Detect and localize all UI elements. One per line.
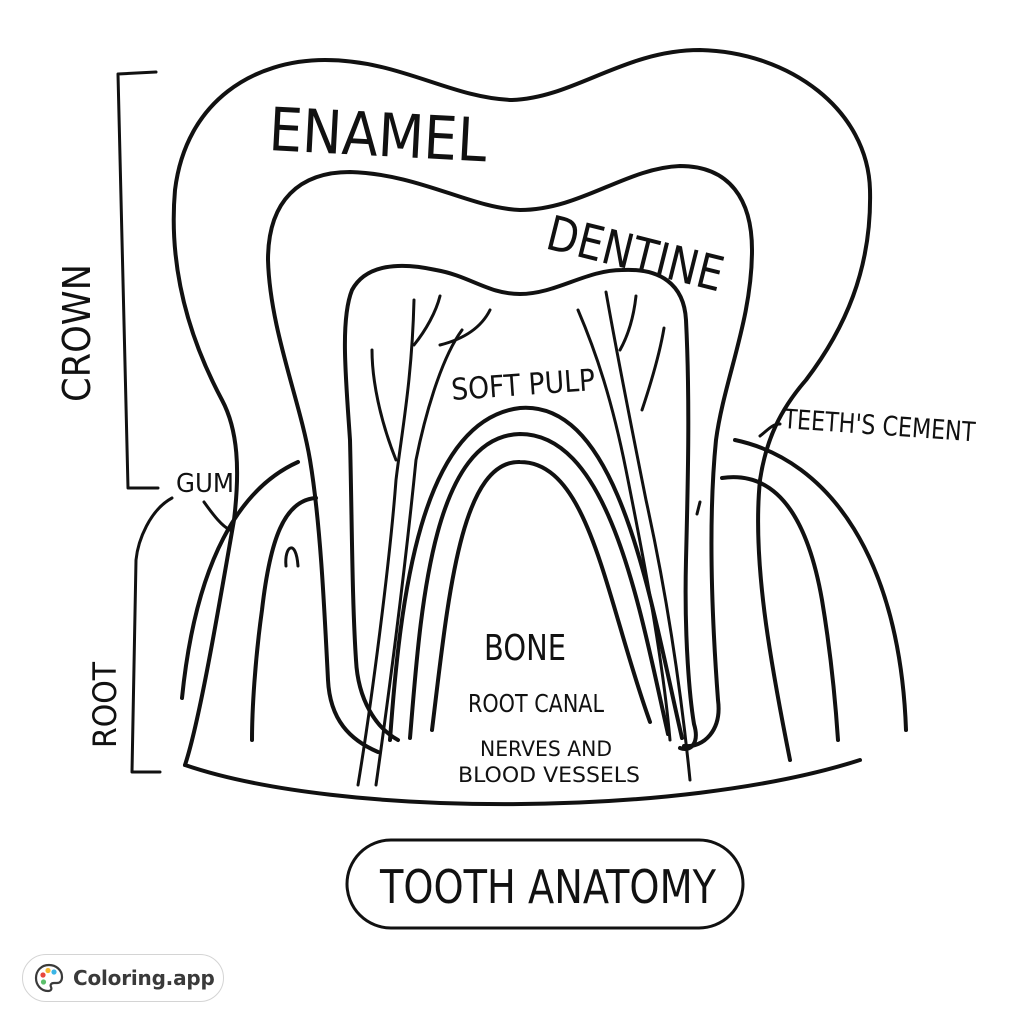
label-nerves-line1: NERVES AND xyxy=(480,737,612,761)
bone-baseline xyxy=(183,758,862,807)
nerve-left-branch-c xyxy=(412,294,442,347)
nerve-right-branch-a xyxy=(576,308,672,742)
inner-root-arc-mid xyxy=(408,432,670,740)
gum-right-outer xyxy=(733,438,908,732)
cement-leader-line xyxy=(758,422,782,438)
pulp-chamber-outline xyxy=(342,263,698,751)
gum-left-mark xyxy=(284,546,300,568)
nerve-right-main xyxy=(604,290,692,782)
nerve-right-branch-b xyxy=(640,326,666,412)
palette-dot-yellow xyxy=(45,967,51,974)
label-dentine: DENTINE xyxy=(541,205,729,303)
gum-left-inner xyxy=(250,496,318,742)
label-gum: GUM xyxy=(176,469,234,499)
label-crown: CROWN xyxy=(55,264,99,402)
nerve-left-branch-a xyxy=(374,328,464,787)
label-enamel: ENAMEL xyxy=(267,95,489,176)
enamel-outline xyxy=(171,48,873,767)
coloring-app-badge[interactable]: Coloring.app xyxy=(22,954,224,1002)
gum-leader-line xyxy=(202,500,232,532)
gum-right-inner xyxy=(720,475,840,742)
gum-left-outer xyxy=(180,460,300,700)
gum-right-mark xyxy=(695,500,702,516)
palette-dot-green xyxy=(40,979,47,985)
label-teeth-cement: TEETH'S CEMENT xyxy=(782,404,977,448)
crown-bracket xyxy=(116,70,160,490)
nerve-left-branch-b xyxy=(370,348,398,462)
label-root: ROOT xyxy=(86,662,124,748)
label-bone: BONE xyxy=(484,628,566,669)
label-root-canal: ROOT CANAL xyxy=(468,689,604,718)
nerve-left-main xyxy=(356,298,416,787)
label-nerves-line2: BLOOD VESSELS xyxy=(458,763,640,787)
palette-icon xyxy=(34,963,64,993)
root-bracket xyxy=(130,496,174,774)
nerve-left-branch-d xyxy=(438,308,492,347)
palette-dot-blue xyxy=(51,969,57,975)
inner-root-arc-inner xyxy=(430,459,652,732)
title-frame xyxy=(345,838,745,930)
coloring-app-label: Coloring.app xyxy=(73,966,215,990)
title-text: TOOTH ANATOMY xyxy=(379,860,717,914)
nerve-right-branch-c xyxy=(618,294,638,352)
palette-dot-red xyxy=(40,972,46,978)
label-soft-pulp: SOFT PULP xyxy=(450,363,596,408)
dentine-outline xyxy=(266,164,754,754)
